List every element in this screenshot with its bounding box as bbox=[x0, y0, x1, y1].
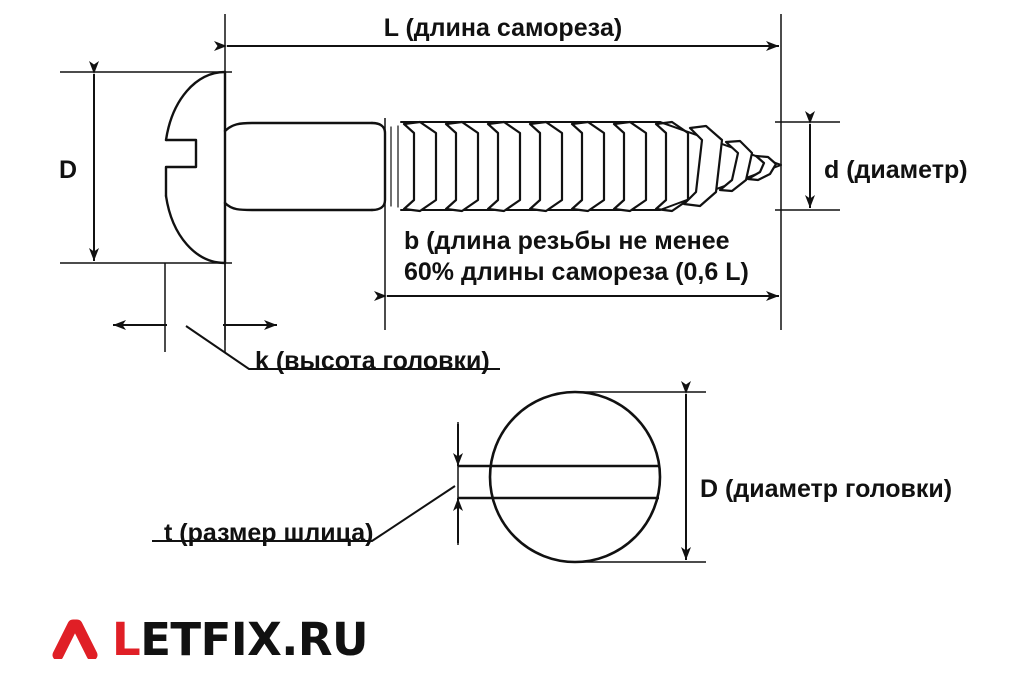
label-head-diameter-side: D bbox=[59, 156, 77, 184]
leader-head-height bbox=[185, 325, 500, 370]
screw-thread bbox=[400, 120, 782, 213]
label-slot-size: t (размер шлица) bbox=[164, 519, 374, 547]
logo-remaining-text: ETFIX.RU bbox=[140, 612, 369, 666]
screw-head-top-view bbox=[458, 390, 662, 564]
logo-text: LETFIX.RU bbox=[112, 617, 369, 662]
label-head-diameter-top: D (диаметр головки) bbox=[700, 475, 952, 503]
label-overall-length: L (длина саморезa) bbox=[384, 14, 623, 42]
label-thread-length-line2: 60% длины самореза (0,6 L) bbox=[404, 258, 749, 286]
screw-side-view bbox=[164, 70, 399, 265]
leader-slot-size bbox=[152, 485, 456, 542]
label-thread-diameter: d (диаметр) bbox=[824, 156, 968, 184]
chevron-mark-icon bbox=[52, 619, 98, 659]
label-head-height: k (высота головки) bbox=[255, 347, 490, 375]
label-thread-length-line1: b (длина резьбы не менее bbox=[404, 227, 730, 255]
site-logo: LETFIX.RU bbox=[52, 608, 369, 670]
logo-accent-letter: L bbox=[112, 612, 141, 666]
